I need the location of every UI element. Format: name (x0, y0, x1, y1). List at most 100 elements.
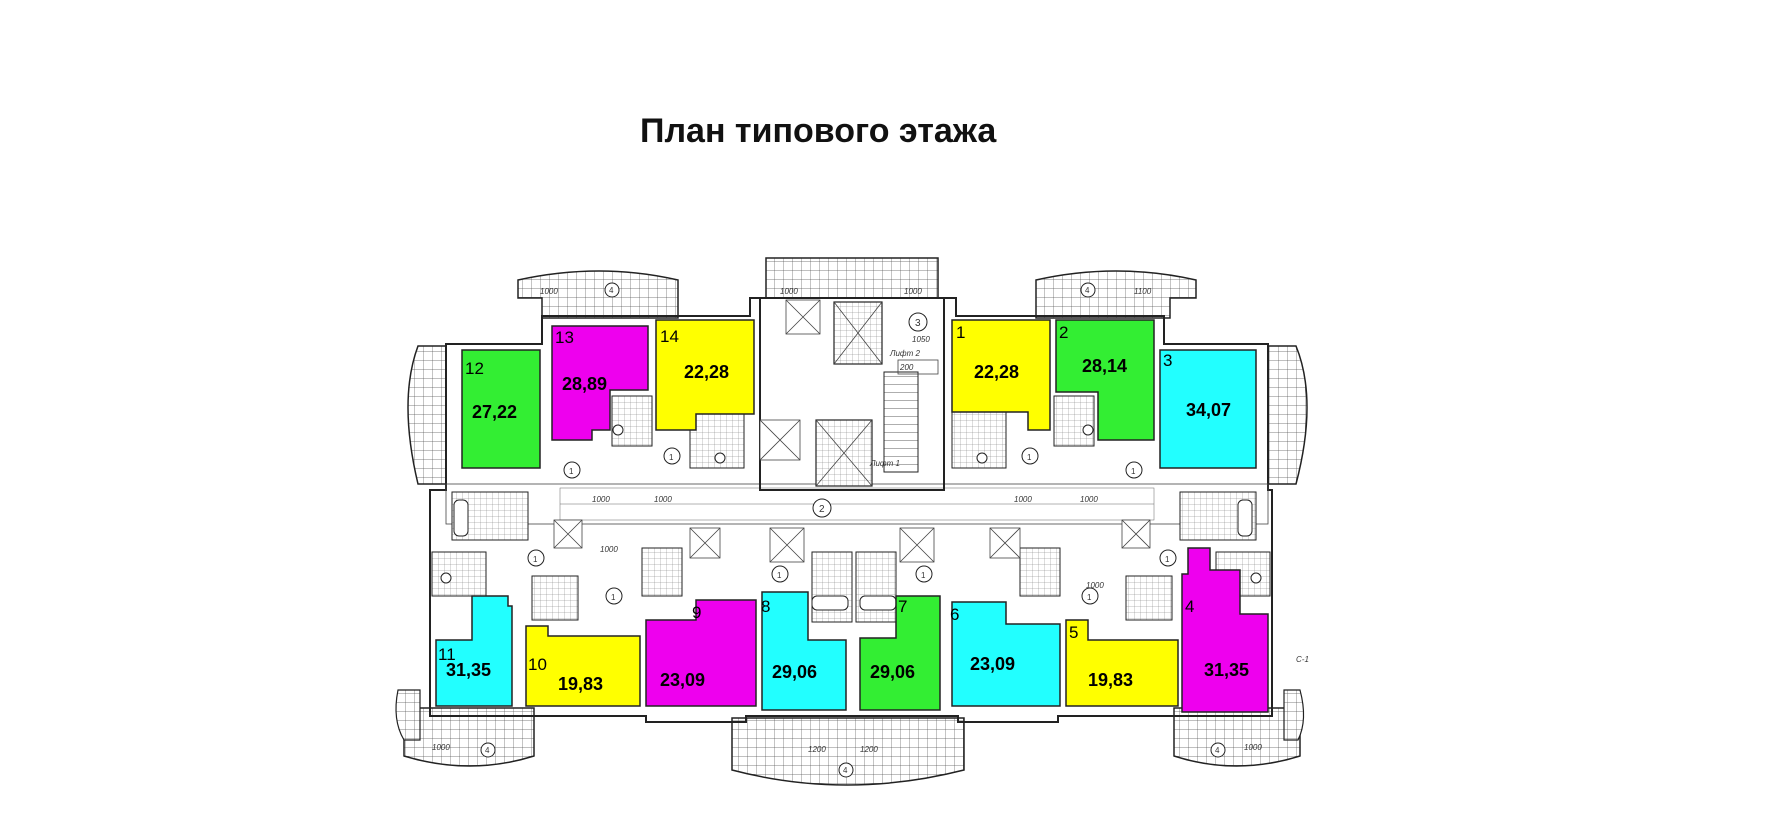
dim-1000: 1000 (1080, 495, 1098, 504)
apartment-number: 13 (555, 328, 574, 347)
room-marker: 1 (1165, 555, 1170, 564)
apartment-area: 22,28 (684, 362, 729, 382)
dim-1050: 1050 (912, 335, 930, 344)
apartment-number: 4 (1185, 597, 1194, 616)
apartment-room-fill[interactable] (1159, 349, 1257, 469)
apartment-number: 3 (1163, 351, 1172, 370)
apartment-number: 2 (1059, 323, 1068, 342)
axis-marker-4: 4 (1085, 286, 1090, 295)
lift1-label: Лифт 1 (869, 459, 900, 468)
apartment-10[interactable]: 10 19,83 (525, 625, 641, 707)
apartment-area: 31,35 (1204, 660, 1249, 680)
balcony-top-center (765, 257, 939, 299)
apartment-room-fill[interactable] (1055, 319, 1155, 441)
apartment-room-fill[interactable] (951, 601, 1061, 707)
apartment-room-fill[interactable] (655, 319, 755, 431)
apartment-number: 9 (692, 603, 701, 622)
stair-flight (883, 371, 919, 473)
apartment-area: 29,06 (772, 662, 817, 682)
apartment-room-fill[interactable] (1181, 547, 1269, 713)
room-marker: 1 (1087, 593, 1092, 602)
apartment-12[interactable]: 12 27,22 (461, 349, 541, 469)
room-marker: 1 (669, 453, 674, 462)
balcony-right-lower (1283, 689, 1305, 741)
apartment-room-fill[interactable] (551, 325, 649, 441)
dim-1000: 1000 (1086, 581, 1104, 590)
apartment-5[interactable]: 519,83 (1065, 619, 1179, 707)
apartment-room-fill[interactable] (1065, 619, 1179, 707)
dim-200: 200 (899, 363, 914, 372)
axis-marker-3: 3 (915, 318, 921, 329)
balcony-right (1267, 345, 1308, 485)
balcony-left-lower (395, 689, 421, 741)
dim-1000: 1000 (600, 545, 618, 554)
apartment-2[interactable]: 228,14 (1055, 319, 1155, 441)
page-title: План типового этажа (640, 112, 997, 150)
apartment-area: 19,83 (558, 674, 603, 694)
dim-1000: 1000 (654, 495, 672, 504)
dim-1100: 1100 (1134, 287, 1152, 296)
room-marker: 1 (533, 555, 538, 564)
dim-1000: 1000 (780, 287, 798, 296)
apartment-area: 31,35 (446, 660, 491, 680)
apartment-area: 22,28 (974, 362, 1019, 382)
apartment-14[interactable]: 14 22,28 (655, 319, 755, 431)
balcony-top-left (517, 270, 679, 319)
apartment-3[interactable]: 334,07 (1159, 349, 1257, 469)
stair-lift-core: Лифт 2 Лифт 1 3 2 1050 200 (759, 297, 945, 518)
apartment-area: 28,14 (1082, 356, 1127, 376)
lift2-label: Лифт 2 (889, 349, 921, 358)
apartment-room-fill[interactable] (435, 595, 513, 707)
balcony-top-right (1035, 270, 1197, 319)
balcony-bottom-center (731, 717, 965, 786)
axis-marker-4: 4 (1215, 746, 1220, 755)
apartment-room-fill[interactable] (525, 625, 641, 707)
apartment-13[interactable]: 13 28,89 (551, 325, 649, 441)
dim-1200: 1200 (808, 745, 826, 754)
apartment-area: 23,09 (970, 654, 1015, 674)
apartment-6[interactable]: 623,09 (950, 601, 1061, 707)
apartment-area: 34,07 (1186, 400, 1231, 420)
apartment-8[interactable]: 829,06 (761, 591, 847, 711)
axis-marker-4: 4 (485, 746, 490, 755)
apartment-number: 10 (528, 655, 547, 674)
apartment-number: 7 (898, 597, 907, 616)
room-marker: 1 (1027, 453, 1032, 462)
apartment-room-fill[interactable] (645, 599, 757, 707)
apartment-number: 14 (660, 327, 679, 346)
axis-marker-4: 4 (609, 286, 614, 295)
dim-1000: 1000 (904, 287, 922, 296)
dim-1400: 1000 (540, 287, 558, 296)
room-marker: 1 (921, 571, 926, 580)
apartment-4[interactable]: 431,35 (1181, 547, 1269, 713)
apartment-area: 27,22 (472, 402, 517, 422)
dim-1000: 1000 (432, 743, 450, 752)
apartment-room-fill[interactable] (761, 591, 847, 711)
apartment-9[interactable]: 923,09 (645, 599, 757, 707)
axis-marker-4: 4 (843, 766, 848, 775)
balcony-bottom-right (1173, 707, 1301, 767)
apartment-number: 11 (438, 645, 456, 664)
apartment-room-fill[interactable] (461, 349, 541, 469)
apartment-number: 12 (465, 359, 484, 378)
apartment-number: 8 (761, 597, 770, 616)
room-marker: 1 (1131, 467, 1136, 476)
apartment-area: 29,06 (870, 662, 915, 682)
apartment-number: 6 (950, 605, 959, 624)
room-marker: 1 (611, 593, 616, 602)
apartment-area: 23,09 (660, 670, 705, 690)
section-mark: С-1 (1296, 655, 1309, 664)
apartment-room-fill[interactable] (859, 595, 941, 711)
apartment-1[interactable]: 122,28 (951, 319, 1051, 431)
axis-marker-2: 2 (819, 504, 825, 515)
balcony-left (407, 345, 447, 485)
dim-1200: 1200 (860, 745, 878, 754)
apartment-area: 28,89 (562, 374, 607, 394)
apartment-7[interactable]: 729,06 (859, 595, 941, 711)
apartment-room-fill[interactable] (951, 319, 1051, 431)
dim-1000: 1000 (592, 495, 610, 504)
